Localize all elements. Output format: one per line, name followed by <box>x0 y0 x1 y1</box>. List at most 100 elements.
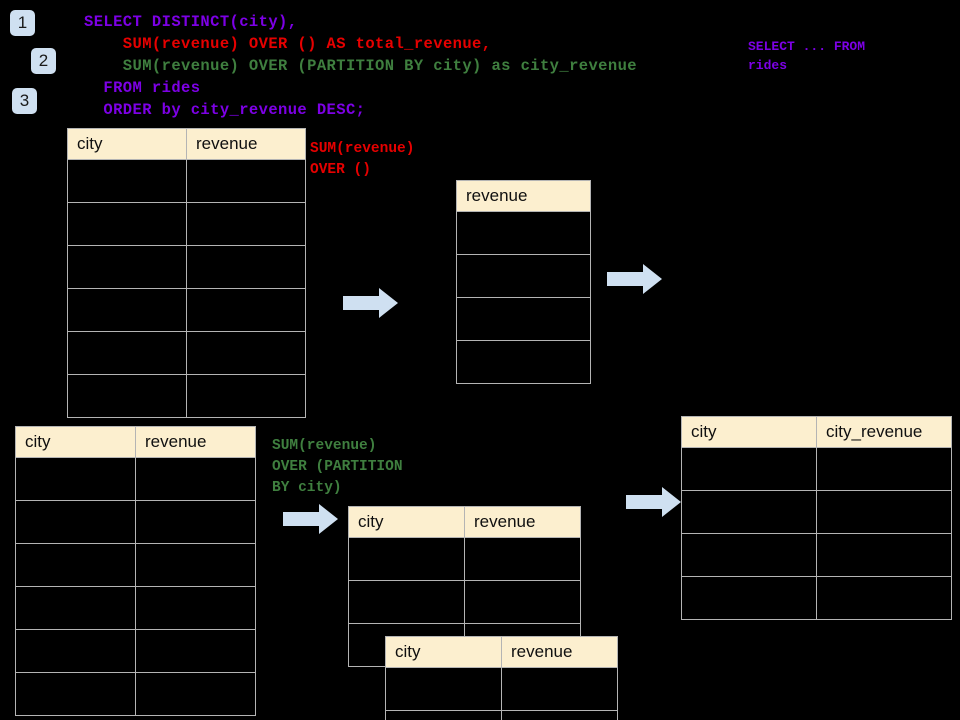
table-cell <box>67 202 187 246</box>
table-final-result: city city_revenue <box>681 416 952 620</box>
column-header-revenue: revenue <box>186 128 306 160</box>
table-cell <box>464 537 581 581</box>
table-row <box>385 667 618 711</box>
table-row <box>67 245 306 289</box>
table-cell <box>385 710 502 720</box>
table-row <box>67 374 306 418</box>
table-cell <box>464 580 581 624</box>
arrow-total-to-result-icon <box>607 263 663 295</box>
table-cell <box>681 533 817 577</box>
table-cell <box>456 254 591 298</box>
table-cell <box>135 500 256 544</box>
table-cell <box>186 331 306 375</box>
arrow-partition-to-result-icon <box>626 486 682 518</box>
table-header-row: city revenue <box>385 636 618 668</box>
table-cell <box>385 667 502 711</box>
table-row <box>67 202 306 246</box>
table-cell <box>501 667 618 711</box>
table-cell <box>135 629 256 673</box>
table-cell <box>816 533 952 577</box>
sql-line-order-by: ORDER by city_revenue DESC; <box>84 101 366 119</box>
table-header-row: city revenue <box>348 506 581 538</box>
table-cell <box>348 537 465 581</box>
table-header-row: city revenue <box>15 426 256 458</box>
table-header-row: city revenue <box>67 128 306 160</box>
table-row <box>456 297 591 341</box>
table-cell <box>15 672 136 716</box>
table-cell <box>681 447 817 491</box>
table-row <box>67 331 306 375</box>
table-cell <box>348 580 465 624</box>
table-row <box>681 447 952 491</box>
table-row <box>67 288 306 332</box>
table-cell <box>456 211 591 255</box>
annotation-select-from-rides: SELECT ... FROM rides <box>748 39 866 73</box>
table-cell <box>67 331 187 375</box>
table-cell <box>135 457 256 501</box>
table-cell <box>67 288 187 332</box>
table-cell <box>67 159 187 203</box>
arrow-source-to-total-icon <box>343 287 399 319</box>
table-cell <box>15 457 136 501</box>
table-row <box>348 537 581 581</box>
table-row <box>15 500 256 544</box>
table-row <box>15 543 256 587</box>
column-header-revenue: revenue <box>135 426 256 458</box>
table-cell <box>186 374 306 418</box>
table-row <box>15 457 256 501</box>
table-rides-source-top: city revenue <box>67 128 306 418</box>
table-cell <box>186 288 306 332</box>
table-body <box>385 667 618 720</box>
table-body <box>67 159 306 418</box>
column-header-revenue: revenue <box>456 180 591 212</box>
table-cell <box>456 340 591 384</box>
table-body <box>456 211 591 384</box>
table-cell <box>67 374 187 418</box>
sql-line-from-rides: FROM rides <box>84 79 201 97</box>
table-row <box>15 672 256 716</box>
step-badge-1: 1 <box>10 10 35 36</box>
step-badge-3: 3 <box>12 88 37 114</box>
column-header-revenue: revenue <box>501 636 618 668</box>
table-cell <box>816 447 952 491</box>
table-row <box>681 490 952 534</box>
column-header-revenue: revenue <box>464 506 581 538</box>
table-row <box>385 710 618 720</box>
table-cell <box>456 297 591 341</box>
table-row <box>456 340 591 384</box>
table-cell <box>816 490 952 534</box>
table-cell <box>15 586 136 630</box>
table-cell <box>15 500 136 544</box>
table-cell <box>681 576 817 620</box>
table-cell <box>135 586 256 630</box>
table-row <box>456 254 591 298</box>
column-header-city: city <box>681 416 817 448</box>
table-cell <box>135 543 256 587</box>
table-cell <box>501 710 618 720</box>
table-cell <box>15 629 136 673</box>
table-partition-group-front: city revenue <box>385 636 618 720</box>
table-row <box>681 533 952 577</box>
table-row <box>67 159 306 203</box>
column-header-city: city <box>348 506 465 538</box>
arrow-source-to-partition-icon <box>283 503 339 535</box>
table-cell <box>186 245 306 289</box>
sql-line-sum-over-partition: SUM(revenue) OVER (PARTITION BY city) as… <box>84 57 637 75</box>
annotation-sum-over-empty: SUM(revenue) OVER () <box>310 141 415 178</box>
table-body <box>681 447 952 620</box>
table-header-row: city city_revenue <box>681 416 952 448</box>
table-row <box>681 576 952 620</box>
table-cell <box>15 543 136 587</box>
table-row <box>15 586 256 630</box>
column-header-city: city <box>67 128 187 160</box>
table-cell <box>186 202 306 246</box>
table-row <box>15 629 256 673</box>
column-header-city-revenue: city_revenue <box>816 416 952 448</box>
sql-line-sum-over-empty: SUM(revenue) OVER () AS total_revenue, <box>84 35 492 53</box>
table-header-row: revenue <box>456 180 591 212</box>
sql-line-select-distinct: SELECT DISTINCT(city), <box>84 13 298 31</box>
table-body <box>15 457 256 716</box>
step-badge-2: 2 <box>31 48 56 74</box>
table-cell <box>816 576 952 620</box>
